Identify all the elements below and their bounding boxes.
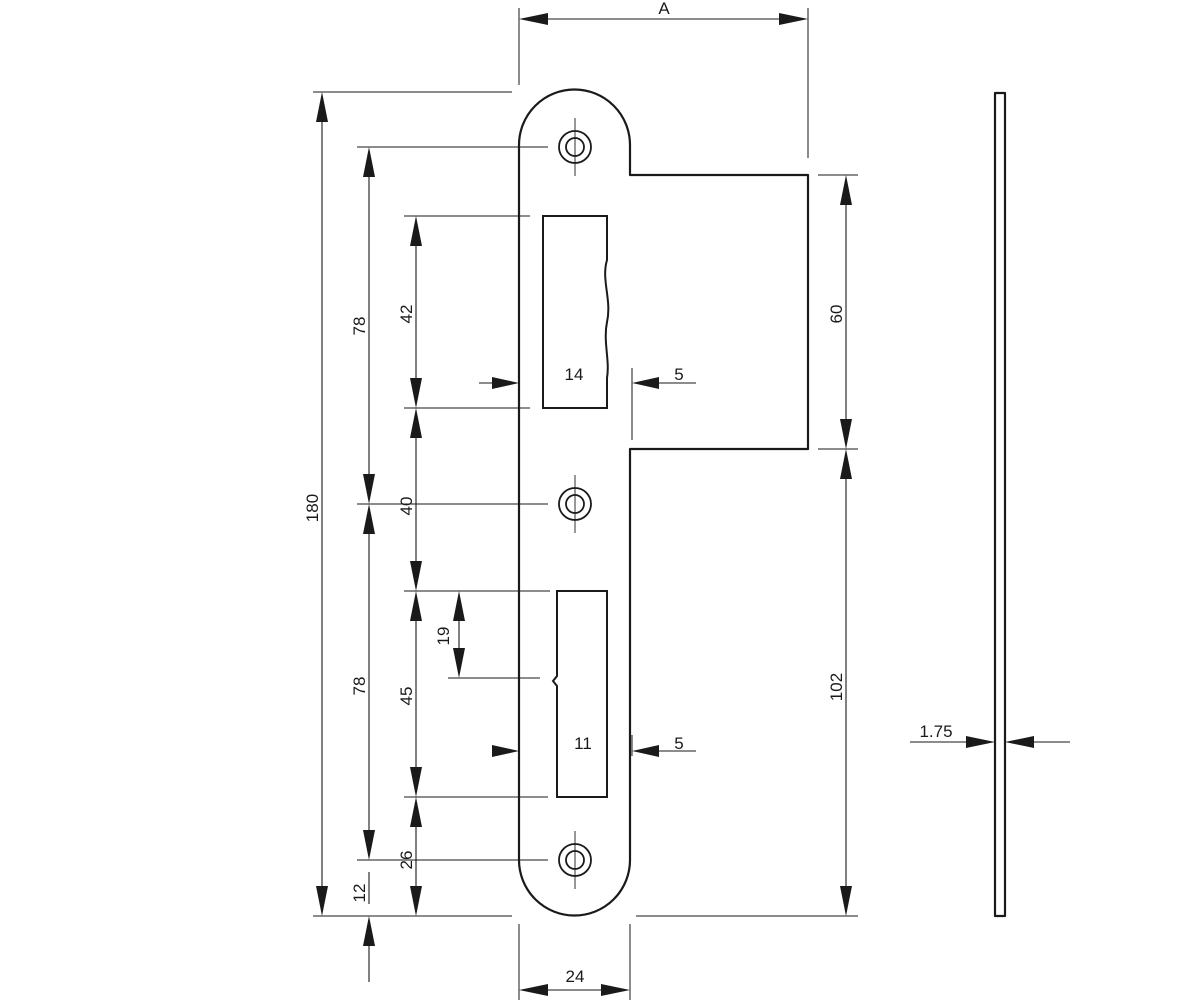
dim-label-upper-slot-width: 14 (565, 365, 584, 384)
strike-plate-outline (517, 88, 810, 917)
dim-label-a: A (658, 0, 670, 18)
dim-label-total-height: 180 (303, 494, 322, 522)
dim-label-notch-depth: 19 (434, 627, 453, 646)
dim-label-flange-bottom-span: 102 (827, 673, 846, 701)
extension-lines (313, 8, 858, 1000)
upper-latch-slot (542, 215, 610, 409)
dim-label-upper-span: 78 (350, 317, 369, 336)
dim-label-lower-slot-height: 45 (397, 687, 416, 706)
dim-label-lower-slot-width: 11 (574, 734, 592, 753)
dim-label-lower-span: 78 (350, 677, 369, 696)
dim-label-bottom-screw-offset: 26 (397, 851, 416, 870)
plate-side-profile (993, 91, 1007, 918)
dim-label-bottom-margin: 12 (350, 884, 369, 903)
dim-label-thickness: 1.75 (919, 722, 952, 741)
dim-label-lower-slot-margin: 5 (674, 734, 683, 753)
lower-bolt-slot (551, 590, 608, 798)
dimension-arrowheads (316, 13, 1034, 996)
dim-label-upper-slot-height: 42 (397, 305, 416, 324)
dim-label-upper-slot-margin: 5 (674, 365, 683, 384)
dim-label-middle-gap: 40 (397, 497, 416, 516)
dim-label-flange-height: 60 (827, 305, 846, 324)
dim-label-plate-width: 24 (566, 967, 585, 986)
